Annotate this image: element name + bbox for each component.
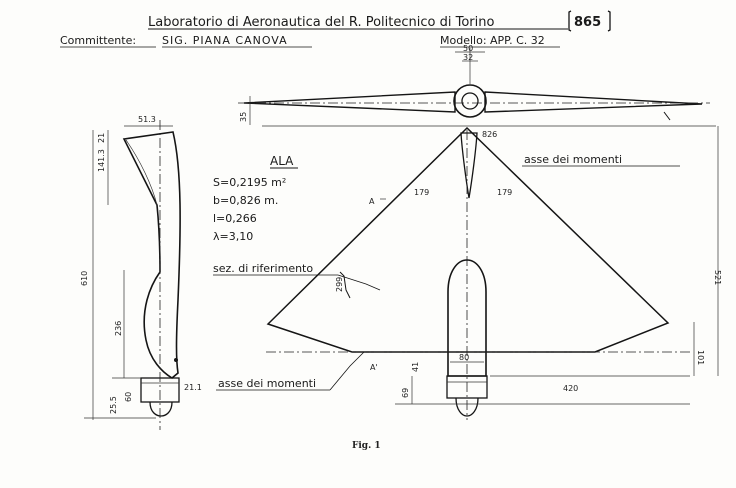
- dim-span: 826: [482, 130, 497, 139]
- dim-body-width: 80: [459, 353, 469, 362]
- wing-heading: ALA: [270, 154, 294, 168]
- side-view-outline: [122, 131, 181, 379]
- front-view-right-wing: [484, 91, 703, 113]
- side-view-leading-edge: [125, 139, 158, 206]
- moment-axis-bottom-leader: [329, 351, 365, 391]
- front-view-left-wing: [243, 91, 456, 113]
- plan-view-reference-section: [339, 271, 351, 299]
- plan-view-nose: [455, 397, 479, 417]
- dim-height-total: 521: [713, 270, 722, 285]
- front-view-tip-mark: [663, 111, 671, 121]
- plan-view-fuselage: [447, 259, 487, 377]
- wing-param-span: b=0,826 m.: [213, 194, 278, 207]
- figure-caption: Fig. 1: [352, 441, 381, 451]
- dim-side-tail-a: 60: [124, 392, 133, 402]
- dim-side-top-width: 51.3: [138, 115, 156, 124]
- point-a-lower: A': [370, 363, 378, 372]
- side-view-pivot: [174, 358, 178, 362]
- front-view-hub-outer: [453, 84, 487, 118]
- model-label: Modello: APP. C. 32: [440, 34, 545, 47]
- client-name: SIG. PIANA CANOVA: [162, 34, 288, 47]
- dim-side-lower: 236: [114, 321, 123, 336]
- front-view: 50 32 35 826: [238, 44, 716, 139]
- dim-side-upper: 141.3: [97, 149, 106, 172]
- dim-side-tail-b: 25.5: [109, 396, 118, 414]
- annotations: asse dei momenti sez. di riferimento ass…: [213, 153, 680, 391]
- point-a-upper: A: [369, 197, 375, 206]
- dim-front-hub-inner: 32: [463, 53, 473, 62]
- side-view: [122, 120, 181, 430]
- plan-view-dimensions: 179 179 A A' 299 80 41 69 420 521 101: [335, 126, 722, 405]
- dim-tail-small: 41: [411, 362, 420, 372]
- dim-side-tail-width: 21.1: [184, 383, 202, 392]
- header-title: Laboratorio di Aeronautica del R. Polite…: [148, 15, 494, 30]
- wing-param-area: S=0,2195 m²: [213, 176, 286, 189]
- dim-height-lower: 101: [696, 350, 705, 365]
- reference-section-label: sez. di riferimento: [213, 262, 313, 275]
- dim-tail-offset: 420: [563, 384, 578, 393]
- plan-view: [266, 126, 690, 420]
- client-label: Committente:: [60, 34, 136, 47]
- dim-front-hub-outer: 50: [463, 44, 473, 53]
- wing-param-aspect: λ=3,10: [213, 230, 253, 243]
- dim-half-right: 179: [497, 188, 512, 197]
- side-view-dimensions: 51.3 141.3 21 610 236 60 25.5 21.1: [80, 115, 202, 420]
- plan-view-tail-box: [446, 375, 488, 399]
- dim-section-chord: 299: [335, 277, 344, 292]
- moment-axis-bottom-label: asse dei momenti: [218, 377, 316, 390]
- side-view-nose: [149, 401, 173, 417]
- dim-half-left: 179: [414, 188, 429, 197]
- wing-data: ALA S=0,2195 m² b=0,826 m. l=0,266 λ=3,1…: [213, 154, 298, 243]
- plan-view-strut: [460, 132, 478, 199]
- dim-side-small: 21: [97, 133, 106, 143]
- dim-tail-len: 69: [401, 388, 410, 398]
- dim-front-thickness: 35: [239, 112, 248, 122]
- reference-section-leader: [337, 274, 381, 291]
- header-number-brackets: [568, 10, 611, 32]
- moment-axis-top-label: asse dei momenti: [524, 153, 622, 166]
- dim-side-total: 610: [80, 271, 89, 286]
- wing-param-chord: l=0,266: [213, 212, 257, 225]
- front-view-hub-inner: [461, 92, 479, 110]
- header-number: 865: [574, 15, 601, 30]
